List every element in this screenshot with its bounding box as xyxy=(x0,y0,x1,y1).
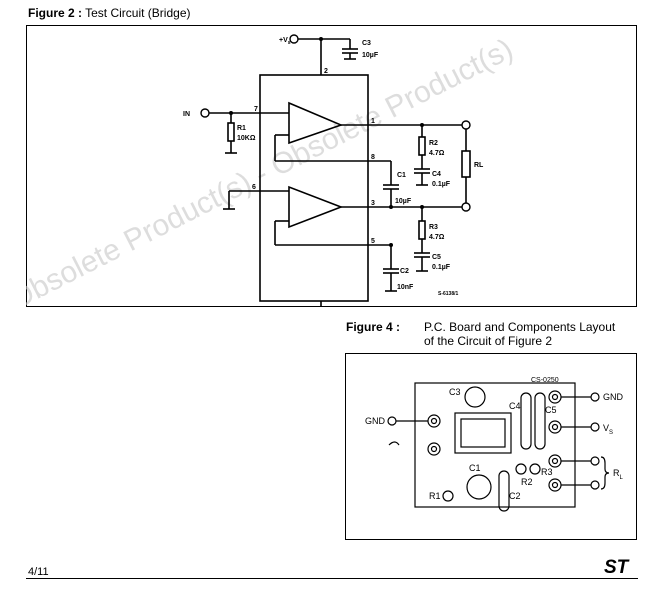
input-label: IN xyxy=(183,111,190,118)
output-terminal-2 xyxy=(461,202,471,212)
r3-board-label: R3 xyxy=(541,467,553,477)
r1-value: 10KΩ xyxy=(237,135,256,142)
r3-label: R3 xyxy=(429,224,438,231)
supply-label: +Vs xyxy=(279,37,291,46)
gnd-right-terminal xyxy=(590,392,600,402)
ic-body xyxy=(259,74,369,302)
figure-4-title-line1: P.C. Board and Components Layout xyxy=(424,320,616,334)
c1-board-label: C1 xyxy=(469,463,481,473)
c1-footprint xyxy=(466,474,492,500)
pcb-outline xyxy=(414,382,576,508)
figure-4-pcb-frame: CS-0250 GND VS RL GND C3 C4 C5 C1 R2 R3 … xyxy=(345,353,637,540)
c3-label: C3 xyxy=(362,40,371,47)
pin-6: 6 xyxy=(252,184,256,191)
c5-board-label: C5 xyxy=(545,405,557,415)
schematic-ref: S-6138/1 xyxy=(438,291,459,297)
rl-label: RL xyxy=(613,468,624,481)
c3-board-label: C3 xyxy=(449,387,461,397)
c1-value: 10µF xyxy=(395,198,412,205)
st-logo: ST xyxy=(602,556,636,581)
figure-4-caption: Figure 4 : P.C. Board and Components Layo… xyxy=(346,320,646,348)
footer-rule xyxy=(26,578,638,579)
figure-2-label: Figure 2 : xyxy=(28,6,83,20)
rl-terminal-2 xyxy=(590,480,600,490)
c2-footprint xyxy=(498,470,510,512)
c4-value: 0.1µF xyxy=(432,181,451,188)
input-terminal-symbol xyxy=(388,441,400,446)
rl-terminal-1 xyxy=(590,456,600,466)
c2-board-label: C2 xyxy=(509,491,521,501)
figure-4-title-line2: of the Circuit of Figure 2 xyxy=(424,334,553,348)
pin-3: 3 xyxy=(371,200,375,207)
figure-4-label: Figure 4 : xyxy=(346,320,401,334)
c1-label: C1 xyxy=(397,172,406,179)
vs-label: VS xyxy=(603,423,613,436)
c2-value: 10nF xyxy=(397,284,414,291)
input-terminal xyxy=(200,108,210,118)
pin-8: 8 xyxy=(371,154,375,161)
supply-terminal xyxy=(289,34,299,44)
page-number: 4/11 xyxy=(28,566,49,578)
c4-board-label: C4 xyxy=(509,401,521,411)
gnd-left-terminal xyxy=(387,416,397,426)
c2-label: C2 xyxy=(400,268,409,275)
vs-terminal xyxy=(590,422,600,432)
figure-2-title: Test Circuit (Bridge) xyxy=(82,6,191,20)
output-terminal-1 xyxy=(461,120,471,130)
r2-board-label: R2 xyxy=(521,477,533,487)
r2-label: R2 xyxy=(429,140,438,147)
c3-value: 10µF xyxy=(362,52,379,59)
pin-2: 2 xyxy=(324,68,328,75)
c3-footprint xyxy=(464,386,486,408)
pin-1: 1 xyxy=(371,118,375,125)
bridge-schematic: Obsolete Product(s) - Obsolete Product(s… xyxy=(26,32,518,307)
r3-value: 4.7Ω xyxy=(429,234,445,241)
r1-footprint xyxy=(442,490,454,502)
pin-5: 5 xyxy=(371,238,375,245)
gnd-left-label: GND xyxy=(365,416,386,426)
gnd-right-label: GND xyxy=(603,392,624,402)
r1-label: R1 xyxy=(237,125,246,132)
r2-value: 4.7Ω xyxy=(429,150,445,157)
rl-label: RL xyxy=(474,162,484,169)
st-logo-text: ST xyxy=(604,557,630,576)
c5-value: 0.1µF xyxy=(432,264,451,271)
board-code: CS-0250 xyxy=(531,377,559,384)
pin-7: 7 xyxy=(254,106,258,113)
c4-footprint xyxy=(520,392,532,450)
ic-footprint xyxy=(454,412,512,454)
c5-footprint xyxy=(534,392,546,450)
r1-board-label: R1 xyxy=(429,491,441,501)
pcb-layout: CS-0250 GND VS RL GND C3 C4 C5 C1 R2 R3 … xyxy=(365,377,624,512)
figure-2-caption: Figure 2 : Test Circuit (Bridge) xyxy=(28,6,191,20)
figure-2-schematic-frame: Obsolete Product(s) - Obsolete Product(s… xyxy=(26,25,637,307)
c4-label: C4 xyxy=(432,171,441,178)
c5-label: C5 xyxy=(432,254,441,261)
